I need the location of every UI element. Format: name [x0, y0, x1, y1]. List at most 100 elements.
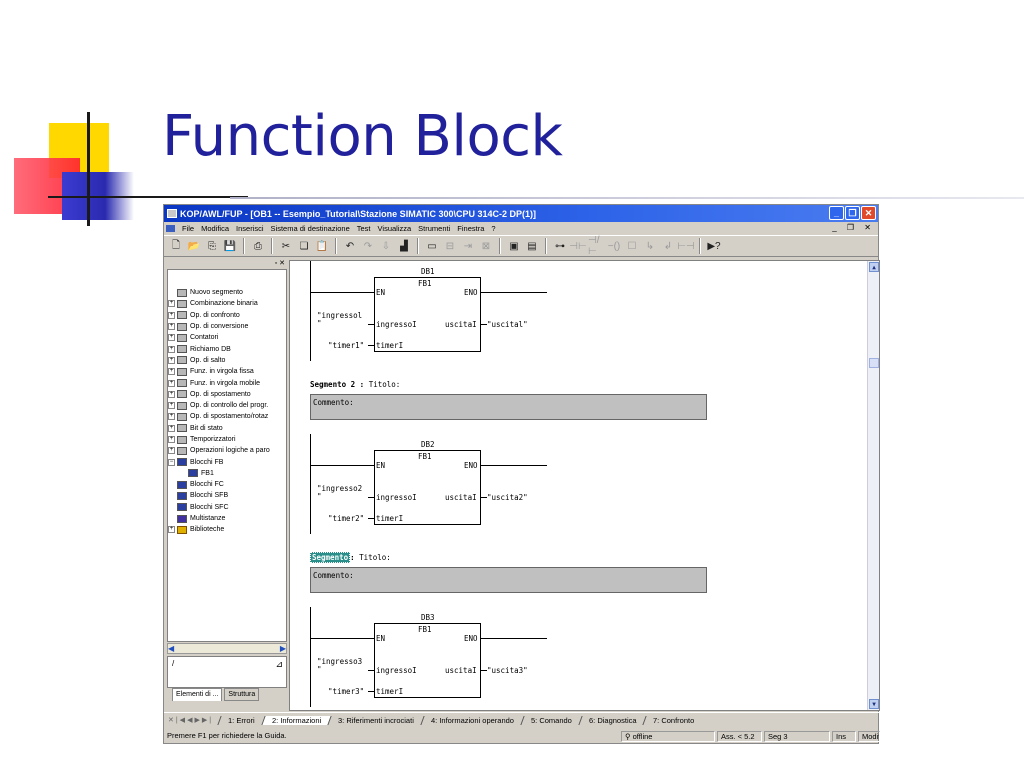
tree-item-op-controllo[interactable]: +Op. di controllo del progr.	[168, 401, 269, 410]
tree-item-blocchi-fb[interactable]: −Blocchi FB	[168, 458, 224, 467]
expand-icon[interactable]: +	[168, 356, 175, 364]
print-icon[interactable]: ⎙	[254, 240, 262, 252]
tab-errori[interactable]: 1: Errori	[217, 715, 265, 725]
tree-item-blocchi-sfc[interactable]: Blocchi SFC	[168, 502, 286, 513]
connection-icon[interactable]: ⊶	[555, 240, 565, 252]
tree-item-blocchi-fc[interactable]: Blocchi FC	[168, 479, 286, 490]
expand-icon[interactable]: +	[168, 334, 175, 342]
output-operand[interactable]: "uscita3"	[487, 666, 528, 675]
segment-3-header[interactable]: Segmento: Titolo:	[310, 552, 391, 563]
info-field[interactable]: / ⊿	[167, 656, 287, 688]
expand-icon[interactable]: +	[168, 323, 175, 331]
new-icon[interactable]: 🗋	[171, 239, 181, 251]
copy-icon[interactable]: ❏	[299, 240, 309, 252]
tab-elementi[interactable]: Elementi di ...	[172, 688, 223, 701]
tree-item-temporizzatori[interactable]: +Temporizzatori	[168, 435, 236, 444]
tree-item-blocchi-sfb[interactable]: Blocchi SFB	[168, 490, 286, 501]
branch-close-icon[interactable]: ↲	[663, 240, 673, 252]
mdi-window-controls[interactable]: _ ❐ ✕	[832, 223, 875, 232]
network-1[interactable]: DB1 FB1 EN ENO "ingressol " ingressoI us…	[290, 261, 850, 381]
monitor-icon[interactable]: ▭	[427, 240, 437, 252]
save-icon[interactable]: 💾	[223, 240, 237, 252]
tree-item-op-rotazione[interactable]: +Op. di spostamento/rotaz	[168, 412, 269, 421]
menu-strumenti[interactable]: Strumenti	[418, 224, 451, 233]
panel-close-icon[interactable]: ▫ ✕	[274, 260, 285, 267]
undo-icon[interactable]: ↶	[345, 240, 355, 252]
close-button[interactable]: ✕	[861, 206, 876, 220]
network-3[interactable]: DB3 FB1 EN ENO "ingresso3 " ingressoI us…	[290, 607, 850, 710]
segment-3-comment[interactable]: Commento:	[310, 567, 707, 593]
fb-block[interactable]	[374, 450, 481, 525]
tree-item-operazioni-logiche[interactable]: +Operazioni logiche a paro	[168, 446, 270, 455]
menu-modifica[interactable]: Modifica	[201, 224, 230, 233]
minimize-button[interactable]: _	[829, 206, 844, 220]
go-icon[interactable]: ⇥	[463, 240, 473, 252]
menu-visualizza[interactable]: Visualizza	[377, 224, 412, 233]
tree-horizontal-scrollbar[interactable]: ◀▶	[167, 643, 287, 654]
connection-line-icon[interactable]: ⊢⊣	[677, 240, 695, 252]
scroll-left-icon[interactable]: ◀	[168, 644, 175, 653]
tree-item-fb1[interactable]: FB1	[168, 468, 286, 479]
expand-icon[interactable]: +	[168, 379, 175, 387]
editor-vertical-scrollbar[interactable]: ▲ ▼	[867, 261, 879, 710]
timer-operand[interactable]: "timer2"	[328, 514, 365, 523]
tree-item-nuovo-segmento[interactable]: Nuovo segmento	[168, 287, 286, 298]
maximize-button[interactable]: ❐	[845, 206, 860, 220]
tab-diagnostica[interactable]: 6: Diagnostica	[577, 715, 646, 725]
tree-item-multistanze[interactable]: Multistanze	[168, 513, 286, 524]
timer-operand[interactable]: "timer3"	[328, 687, 365, 696]
menu-help[interactable]: ?	[491, 224, 496, 233]
tree-item-op-confronto[interactable]: +Op. di confronto	[168, 311, 240, 320]
segment-2-header[interactable]: Segmento 2 : Titolo:	[310, 380, 401, 389]
fb-block[interactable]	[374, 623, 481, 698]
menu-test[interactable]: Test	[356, 224, 371, 233]
tree-item-biblioteche[interactable]: +Biblioteche	[168, 525, 225, 534]
input-operand-1[interactable]: "ingressol	[317, 311, 363, 320]
coil-icon[interactable]: −()	[607, 240, 621, 252]
document-icon[interactable]	[166, 225, 175, 232]
expand-icon[interactable]: +	[168, 526, 175, 534]
output-operand[interactable]: "uscita2"	[487, 493, 528, 502]
tab-nav-arrows-icon[interactable]: ✕|◀◀▶▶|	[168, 717, 214, 724]
tree-item-richiamo-db[interactable]: +Richiamo DB	[168, 345, 231, 354]
tree-item-virgola-fissa[interactable]: +Funz. in virgola fissa	[168, 367, 254, 376]
timer-operand[interactable]: "timer1"	[328, 341, 365, 350]
load-icon[interactable]: ▟	[400, 240, 408, 252]
window-titlebar[interactable]: KOP/AWL/FUP - [OB1 -- Esempio_Tutorial\S…	[164, 205, 878, 222]
tree-item-op-salto[interactable]: +Op. di salto	[168, 356, 226, 365]
network-2[interactable]: DB2 FB1 EN ENO "ingresso2 " ingressoI us…	[290, 434, 850, 554]
pin-icon[interactable]: ⊿	[275, 659, 283, 669]
network-icon[interactable]: ⎘	[208, 240, 216, 252]
fb-block[interactable]	[374, 277, 481, 352]
scroll-up-icon[interactable]: ▲	[869, 262, 879, 272]
tab-struttura[interactable]: Struttura	[224, 688, 260, 701]
expand-icon[interactable]: +	[168, 447, 175, 455]
paste-icon[interactable]: 📋	[315, 240, 329, 252]
scroll-down-icon[interactable]: ▼	[869, 699, 879, 709]
output-operand[interactable]: "uscital"	[487, 320, 528, 329]
contact-no-icon[interactable]: ⊣⊢	[569, 240, 587, 252]
menu-sistema[interactable]: Sistema di destinazione	[270, 224, 350, 233]
tab-riferimenti[interactable]: 3: Riferimenti incrociati	[327, 715, 424, 725]
expand-icon[interactable]: +	[168, 300, 175, 308]
expand-icon[interactable]: +	[168, 345, 175, 353]
open-icon[interactable]: 📂	[187, 240, 201, 252]
menu-inserisci[interactable]: Inserisci	[236, 224, 264, 233]
expand-icon[interactable]: +	[168, 424, 175, 432]
scroll-thumb[interactable]	[869, 358, 879, 368]
segment-2-comment[interactable]: Commento:	[310, 394, 707, 420]
overview-icon[interactable]: ▣	[509, 240, 519, 252]
contact-nc-icon[interactable]: ⊣/⊢	[588, 235, 600, 257]
image-icon[interactable]: ▤	[527, 240, 537, 252]
menu-finestra[interactable]: Finestra	[457, 224, 485, 233]
input-operand-1[interactable]: "ingresso3	[317, 657, 363, 666]
tree-item-op-conversione[interactable]: +Op. di conversione	[168, 322, 249, 331]
expand-icon[interactable]: +	[168, 368, 175, 376]
tab-informazioni[interactable]: 2: Informazioni	[261, 715, 331, 725]
view-icon[interactable]: ⊠	[481, 240, 491, 252]
collapse-icon[interactable]: −	[168, 458, 175, 466]
tree-item-bit-stato[interactable]: +Bit di stato	[168, 424, 223, 433]
tab-confronto[interactable]: 7: Confronto	[642, 715, 705, 725]
expand-icon[interactable]: +	[168, 436, 175, 443]
menu-file[interactable]: File	[182, 224, 195, 233]
